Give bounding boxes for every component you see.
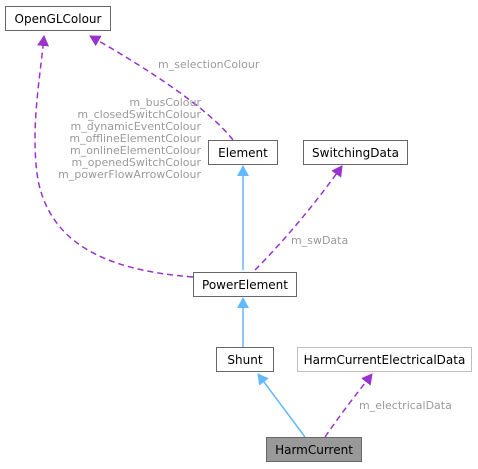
- node-switching-data[interactable]: SwitchingData: [303, 140, 408, 165]
- node-harm-current: HarmCurrent: [266, 437, 362, 462]
- label-bus-colour: m_busColour: [129, 96, 201, 109]
- label-sw-data: m_swData: [291, 234, 349, 247]
- node-opengl-colour[interactable]: OpenGLColour: [5, 6, 111, 31]
- label-offline-element-colour: m_offlineElementColour: [69, 132, 201, 145]
- node-power-element[interactable]: PowerElement: [193, 272, 297, 297]
- node-shunt[interactable]: Shunt: [216, 347, 274, 372]
- label-closed-switch-colour: m_closedSwitchColour: [77, 108, 201, 121]
- edge-colour-members: [34, 35, 194, 278]
- label-online-element-colour: m_onlineElementColour: [69, 144, 201, 157]
- node-element[interactable]: Element: [208, 140, 278, 165]
- label-colour-members: m_busColour m_closedSwitchColour m_dynam…: [58, 97, 201, 181]
- label-electrical-data: m_electricalData: [359, 399, 452, 412]
- label-selection-colour: m_selectionColour: [158, 58, 260, 71]
- edge-sw-data: [254, 165, 343, 271]
- edge-electrical-data: [324, 373, 373, 438]
- edge-selection-colour: [89, 35, 234, 141]
- label-opened-switch-colour: m_openedSwitchColour: [71, 156, 201, 169]
- label-power-flow-arrow-colour: m_powerFlowArrowColour: [58, 168, 201, 181]
- label-dynamic-event-colour: m_dynamicEventColour: [70, 120, 201, 133]
- node-harm-current-electrical-data[interactable]: HarmCurrentElectricalData: [297, 347, 472, 372]
- edge-inherit-shunt: [257, 373, 306, 438]
